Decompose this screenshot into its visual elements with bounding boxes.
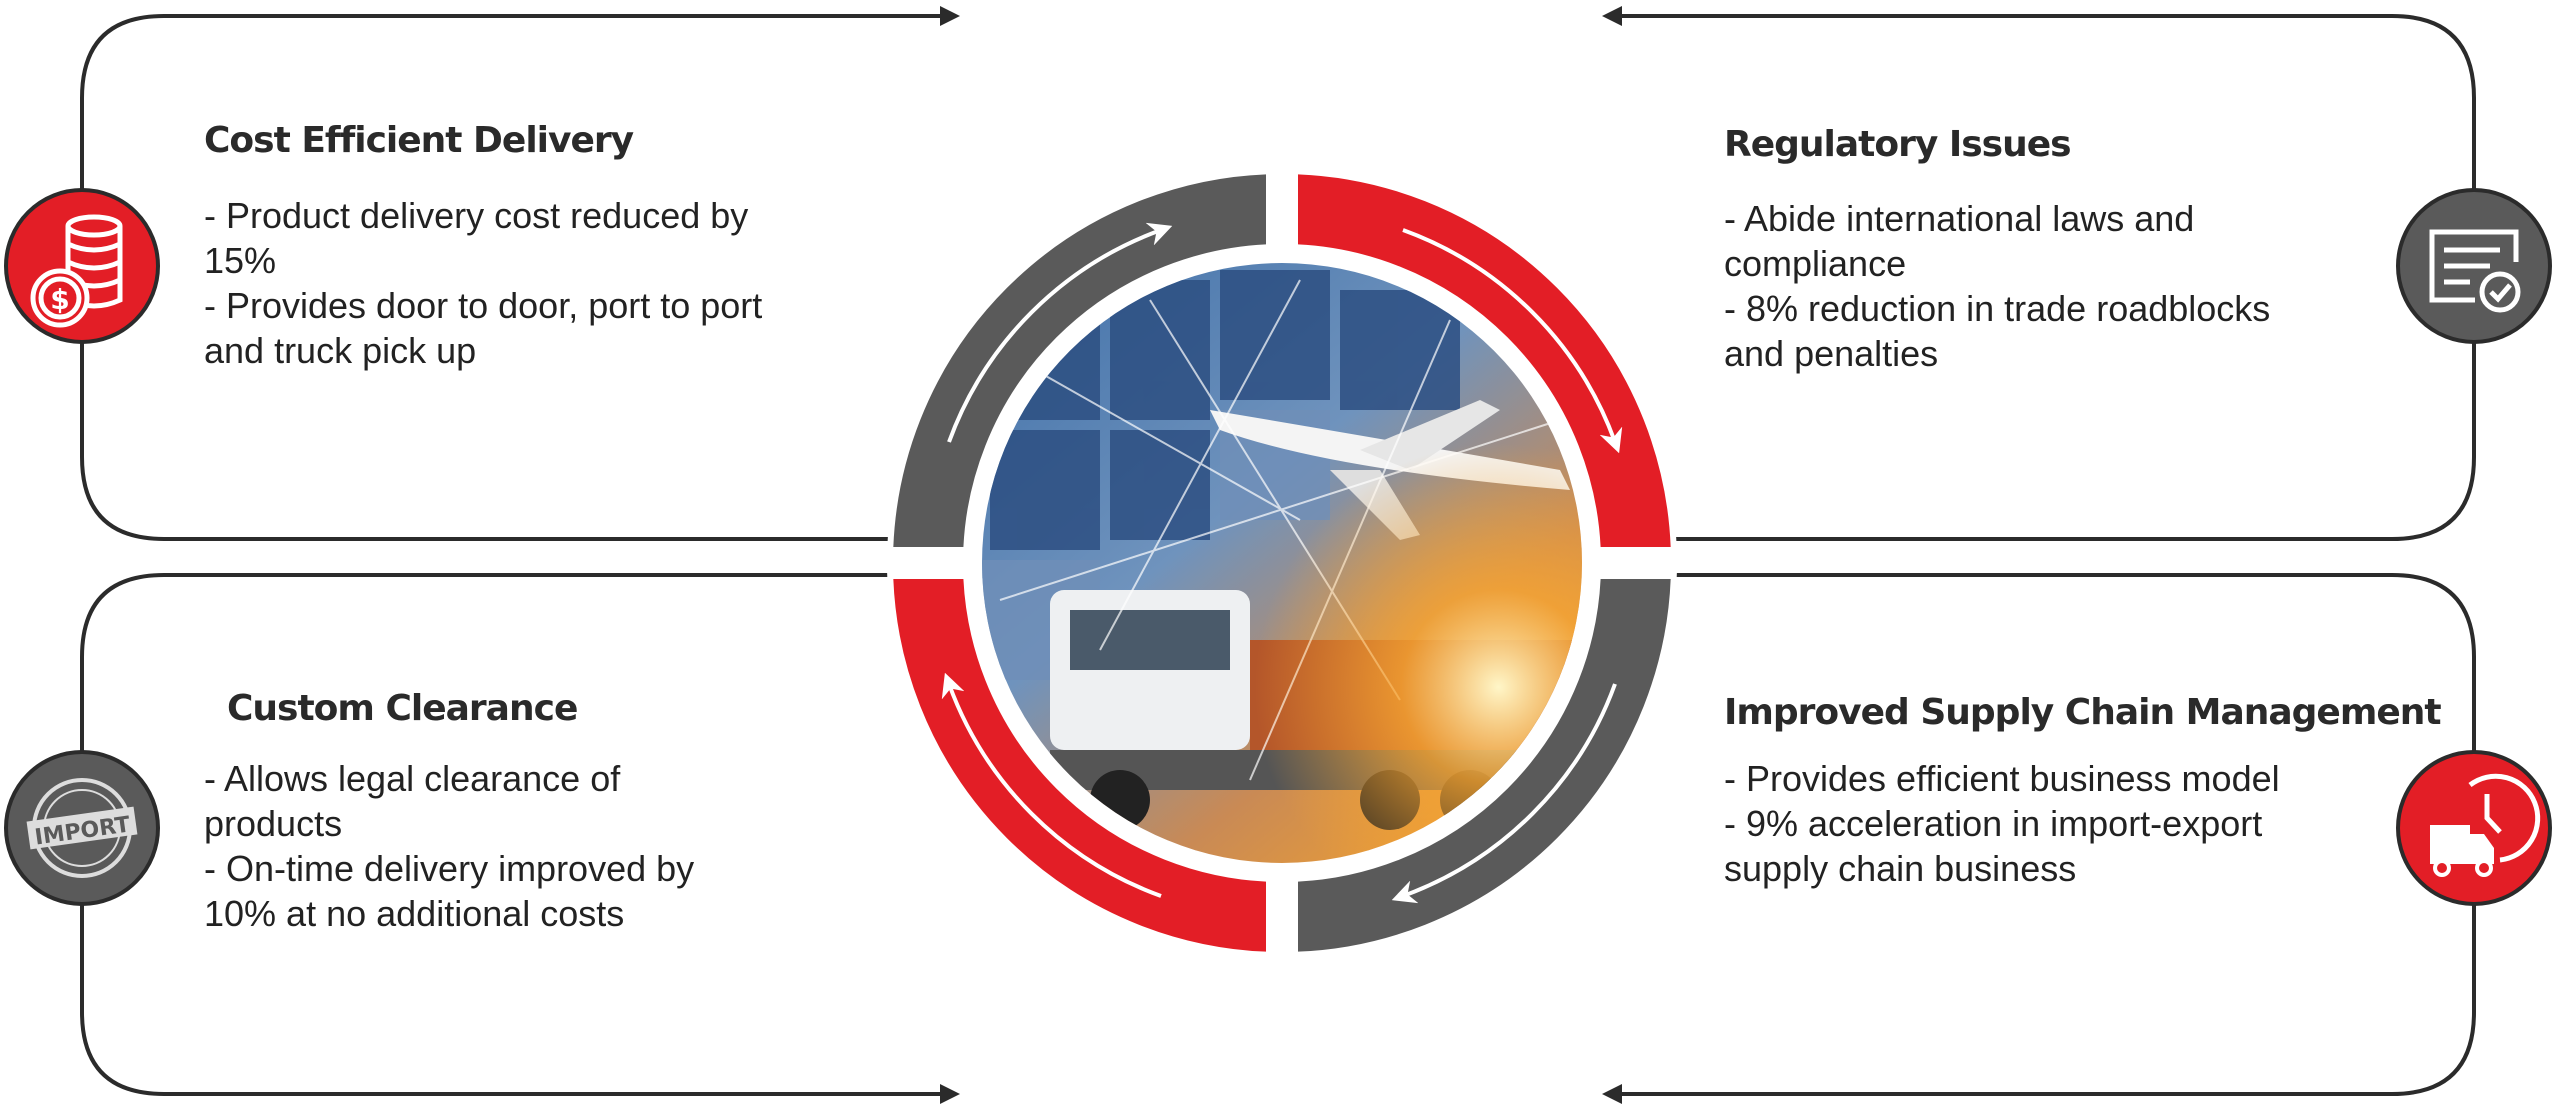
quadrant-body-custom: - Allows legal clearance of products - O… [204, 756, 764, 936]
ring-arrow-bottom-left [941, 672, 1162, 898]
certificate-check-icon [2396, 188, 2552, 344]
bullet: - Provides door to door, port to port an… [204, 285, 763, 371]
ring-arrow-top-right [1402, 228, 1623, 454]
ring-arrow-top-left [947, 222, 1173, 443]
ring-arrows [941, 222, 1623, 904]
bullet: - 9% acceleration in import-export suppl… [1724, 803, 2263, 889]
coins-dollar-icon: $ [4, 188, 160, 344]
bullet: - Abide international laws and complianc… [1724, 198, 2195, 284]
bullet: - Allows legal clearance of products [204, 758, 621, 844]
quadrant-title-supply: Improved Supply Chain Management [1724, 692, 2442, 733]
svg-text:$: $ [50, 283, 69, 316]
quadrant-body-supply: - Provides efficient business model - 9%… [1724, 756, 2344, 891]
bullet: - On-time delivery improved by 10% at no… [204, 848, 695, 934]
quadrant-body-cost: - Product delivery cost reduced by 15% -… [204, 193, 824, 373]
logistics-photo [982, 263, 1582, 863]
ring-arrow-bottom-right [1391, 683, 1617, 904]
quadrant-title-regulatory: Regulatory Issues [1724, 124, 2072, 165]
quadrant-body-regulatory: - Abide international laws and complianc… [1724, 196, 2284, 376]
quadrant-title-custom: Custom Clearance [227, 688, 578, 729]
bullet: - Provides efficient business model [1724, 758, 2280, 799]
bullet: - Product delivery cost reduced by 15% [204, 195, 749, 281]
delivery-truck-clock-icon [2396, 750, 2552, 906]
bullet: - 8% reduction in trade roadblocks and p… [1724, 288, 2271, 374]
quadrant-title-cost: Cost Efficient Delivery [204, 120, 634, 161]
import-stamp-icon: IMPORT [4, 750, 160, 906]
